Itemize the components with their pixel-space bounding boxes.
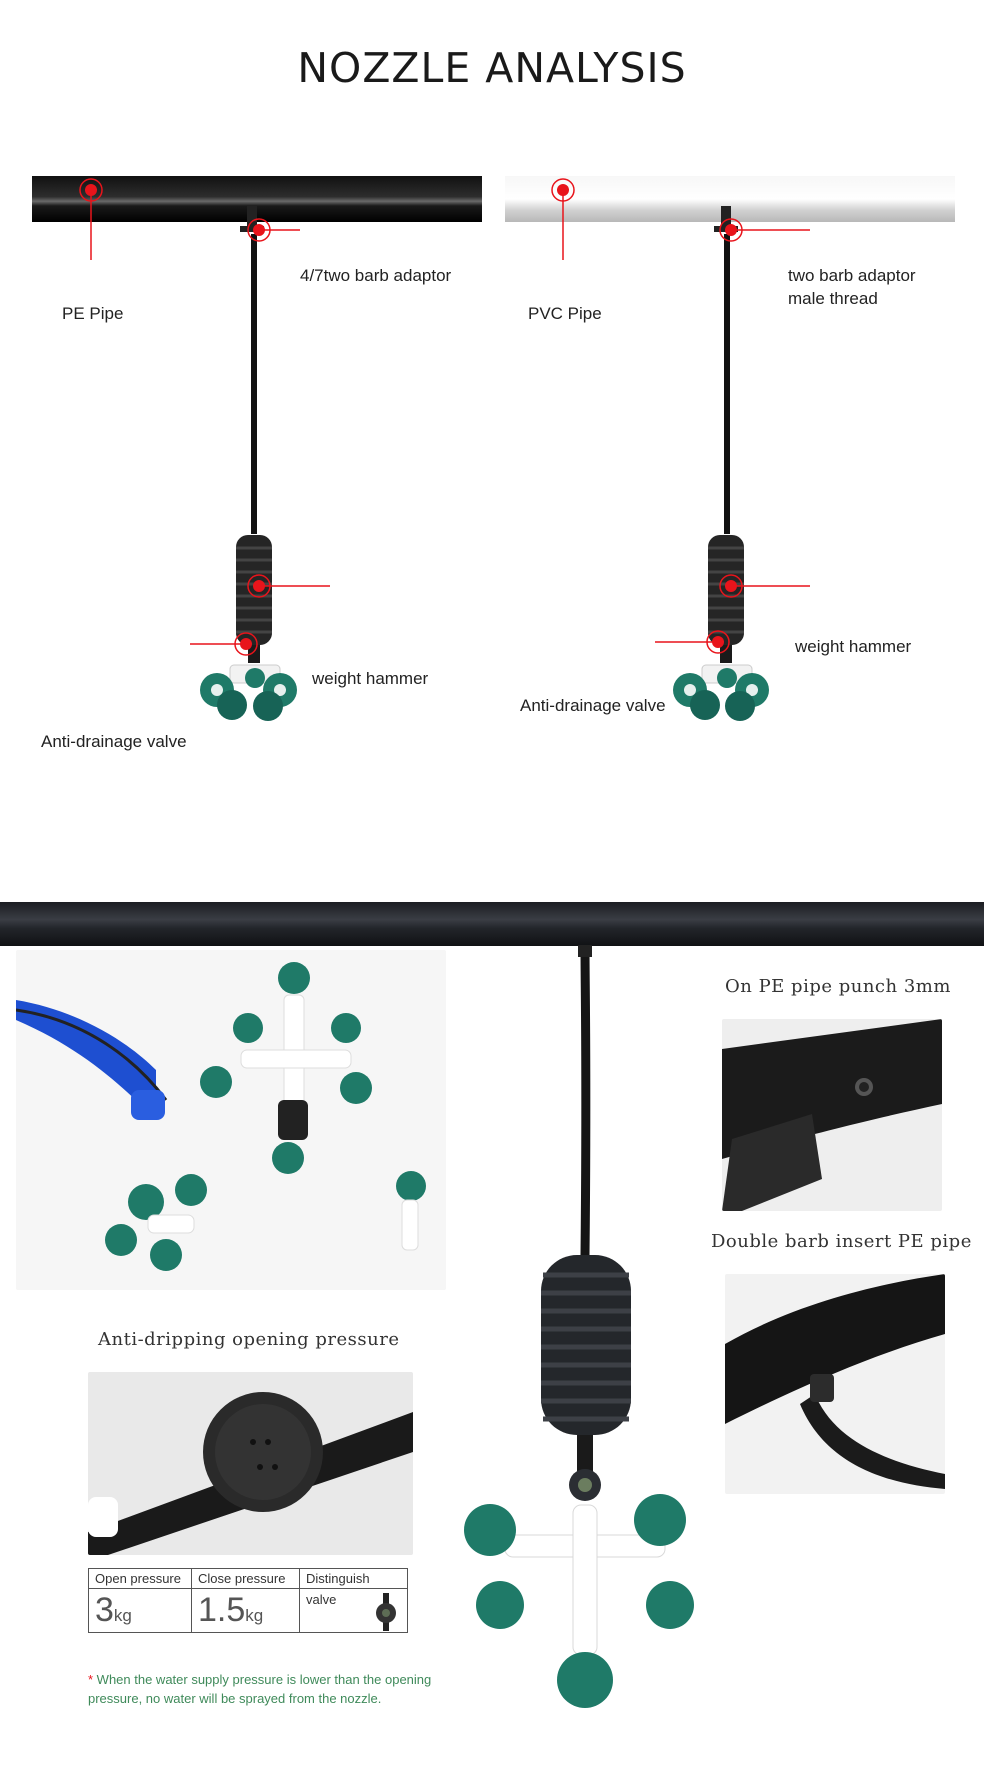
double-barb-caption: Double barb insert PE pipe <box>711 1231 972 1252</box>
left-callouts <box>90 190 330 645</box>
close-pressure-value: 1.5 <box>198 1591 246 1629</box>
note-text: When the water supply pressure is lower … <box>88 1672 432 1706</box>
open-pressure-cell: 3kg <box>88 1588 192 1633</box>
valve-photo <box>88 1372 413 1555</box>
page-title: NOZZLE ANALYSIS <box>297 44 687 92</box>
product-photo <box>16 950 446 1290</box>
left-hammer-label: weight hammer <box>312 669 429 688</box>
header-close-pressure: Close pressure <box>191 1568 300 1589</box>
note-star: * <box>88 1672 94 1687</box>
close-pressure-cell: 1.5kg <box>191 1588 300 1633</box>
valve-icon <box>376 1593 396 1631</box>
left-nozzle-assembly <box>200 206 297 721</box>
header-open-pressure: Open pressure <box>88 1568 192 1589</box>
left-adaptor-label: 4/7two barb adaptor <box>300 266 452 285</box>
header-distinguish: Distinguish <box>299 1568 408 1589</box>
right-valve-label: Anti-drainage valve <box>520 696 666 715</box>
right-callouts <box>562 190 810 643</box>
right-adaptor-label-2: male thread <box>788 289 878 308</box>
pressure-table: Open pressure Close pressure Distinguish… <box>88 1568 408 1633</box>
open-pressure-value: 3 <box>95 1591 114 1629</box>
hanging-nozzle-photo <box>464 945 694 1708</box>
pe-pipe-label: PE Pipe <box>62 304 124 323</box>
double-barb-photo <box>725 1274 945 1494</box>
pvc-pipe-label: PVC Pipe <box>528 304 602 323</box>
punch-caption: On PE pipe punch 3mm <box>725 976 951 997</box>
distinguish-cell: valve <box>299 1588 408 1633</box>
distinguish-value: valve <box>306 1592 337 1607</box>
punch-photo <box>722 1019 942 1211</box>
right-markers <box>551 178 743 654</box>
anti-drip-caption: Anti-dripping opening pressure <box>98 1329 400 1350</box>
pressure-note: * When the water supply pressure is lowe… <box>88 1670 448 1708</box>
right-adaptor-label-1: two barb adaptor <box>788 266 916 285</box>
left-valve-label: Anti-drainage valve <box>41 732 187 751</box>
left-markers <box>79 178 271 656</box>
right-hammer-label: weight hammer <box>795 637 912 656</box>
right-nozzle-assembly <box>673 206 769 721</box>
close-pressure-unit: kg <box>245 1606 264 1625</box>
nozzle-diagrams <box>32 176 955 721</box>
black-pipe-band <box>0 902 984 946</box>
open-pressure-unit: kg <box>113 1606 132 1625</box>
